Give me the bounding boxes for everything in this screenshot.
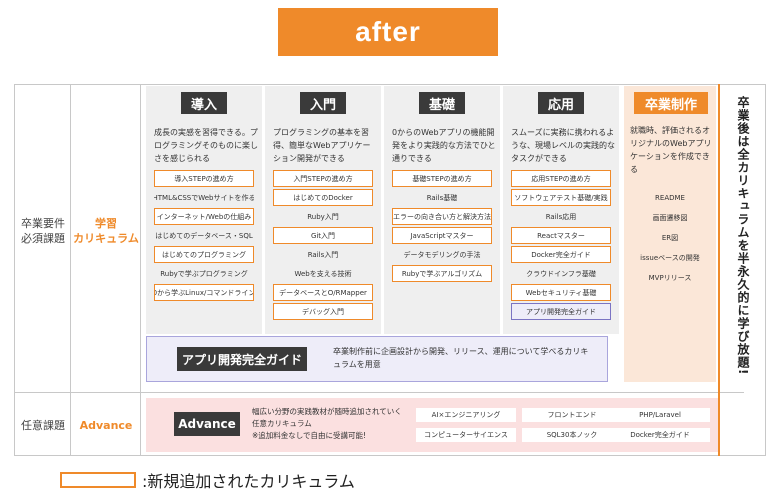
new-curriculum-item: 応用STEPの進め方: [511, 170, 611, 187]
optional-row-label: 任意課題: [21, 419, 65, 432]
new-curriculum-item: Webセキュリティ基礎: [511, 284, 611, 301]
new-curriculum-item: データベースとO/RMapper: [273, 284, 373, 301]
advance-chip: PHP/Laravel: [610, 408, 710, 422]
graduation-item: 画面遷移図: [652, 214, 688, 222]
curriculum-item: Rails応用: [545, 212, 577, 221]
legend-swatch: [60, 472, 136, 488]
new-curriculum-item: はじめてのDocker: [273, 189, 373, 206]
stage-column: 導入成長の実感を習得できる。プログラミングそのものに楽しさを感じられる導入STE…: [146, 86, 262, 334]
stage-column: 応用スムーズに実務に携われるような、現場レベルの実践的なタスクができる応用STE…: [503, 86, 619, 334]
advance-chip: フロントエンド: [522, 408, 622, 422]
curriculum-item: Rubyで学ぶプログラミング: [160, 269, 248, 278]
app-guide-title: アプリ開発完全ガイド: [177, 347, 307, 371]
new-curriculum-item: Rubyで学ぶアルゴリズム: [392, 265, 492, 282]
stage-description: 0からのWebアプリの機能開発をより実践的な方法でひと通りできる: [392, 128, 496, 163]
stage-title: 導入: [181, 92, 227, 114]
new-curriculum-item: エラーの向き合い方と解決方法: [392, 208, 492, 225]
curriculum-item: はじめてのデータベース・SQL: [155, 231, 253, 240]
advance-chip: SQL30本ノック: [522, 428, 622, 442]
new-curriculum-item: Docker完全ガイド: [511, 246, 611, 263]
curriculum-item: Rails基礎: [426, 193, 458, 202]
curriculum-item: クラウドインフラ基礎: [526, 269, 596, 278]
column-divider: [70, 84, 71, 456]
graduation-project-description: 就職時、評価されるオリジナルのWebアプリケーションを作成できる: [630, 126, 712, 174]
curriculum-item: Ruby入門: [307, 212, 339, 221]
advance-title: Advance: [174, 412, 240, 436]
stage-column: 基礎 0からのWebアプリの機能開発をより実践的な方法でひと通りできる基礎STEP…: [384, 86, 500, 334]
column-divider: [140, 84, 141, 456]
stage-title: 基礎: [419, 92, 465, 114]
advance-chip: コンピューターサイエンス: [416, 428, 516, 442]
stage-title: 応用: [538, 92, 584, 114]
curriculum-item: Rails入門: [307, 250, 339, 259]
new-curriculum-item: Reactマスター: [511, 227, 611, 244]
new-curriculum-item: インターネット/Webの仕組み: [154, 208, 254, 225]
unlimited-access-note: 卒業後は全カリキュラムを半永久的に学び放題!: [736, 96, 750, 376]
stage-description: 成長の実感を習得できる。プログラミングそのものに楽しさを感じられる: [154, 128, 258, 163]
graduation-item: ER図: [661, 234, 679, 242]
new-curriculum-item: JavaScriptマスター: [392, 227, 492, 244]
new-curriculum-item: はじめてのプログラミング: [154, 246, 254, 263]
curriculum-item: データモデリングの手法: [403, 250, 481, 259]
required-row-name: 学習 カリキュラム: [73, 217, 139, 245]
curriculum-item: HTML&CSSでWebサイトを作る: [154, 193, 254, 202]
optional-row-name: Advance: [79, 419, 133, 432]
graduation-item: README: [655, 194, 685, 202]
graduation-item: MVPリリース: [648, 274, 692, 282]
new-curriculum-item: デバッグ入門: [273, 303, 373, 320]
after-banner: after: [278, 8, 498, 56]
advance-chip: Docker完全ガイド: [610, 428, 710, 442]
curriculum-table: [14, 84, 766, 456]
row-divider: [14, 392, 744, 393]
advance-chip: AI×エンジニアリング: [416, 408, 516, 422]
new-curriculum-item: ソフトウェアテスト基礎/実践: [511, 189, 611, 206]
curriculum-item: Webを支える技術: [294, 269, 352, 278]
new-curriculum-item: Git入門: [273, 227, 373, 244]
advance-panel: Advance 幅広い分野の実践教材が随時追加されていく任意カリキュラム ※追加…: [146, 398, 718, 452]
stage-description: プログラミングの基本を習得、簡単なWebアプリケーション開発ができる: [273, 128, 371, 163]
graduation-project-title: 卒業制作: [634, 92, 708, 114]
advance-description: 幅広い分野の実践教材が随時追加されていく任意カリキュラム ※追加料金なしで自由に…: [252, 407, 402, 440]
new-curriculum-item: 導入STEPの進め方: [154, 170, 254, 187]
legend-text: :新規追加されたカリキュラム: [142, 472, 355, 491]
graduation-item: issueベースの開発: [640, 254, 700, 262]
unlimited-access-divider: [718, 84, 720, 456]
graduation-project-column: 卒業制作 就職時、評価されるオリジナルのWebアプリケーションを作成できる RE…: [624, 86, 716, 382]
new-curriculum-item: 入門STEPの進め方: [273, 170, 373, 187]
app-guide-description: 卒業制作前に企画設計から開発、リリース、運用について学べるカリキュラムを用意: [333, 347, 589, 369]
app-guide-panel: アプリ開発完全ガイド 卒業制作前に企画設計から開発、リリース、運用について学べる…: [146, 336, 608, 382]
new-curriculum-item: 基礎STEPの進め方: [392, 170, 492, 187]
stage-description: スムーズに実務に携われるような、現場レベルの実践的なタスクができる: [511, 128, 615, 163]
curriculum-item: アプリ開発完全ガイド: [511, 303, 611, 320]
new-curriculum-item: 0から学ぶLinux/コマンドライン: [154, 284, 254, 301]
stage-column: 入門プログラミングの基本を習得、簡単なWebアプリケーション開発ができる入門ST…: [265, 86, 381, 334]
stage-title: 入門: [300, 92, 346, 114]
required-row-label: 卒業要件 必須課題: [21, 217, 65, 245]
